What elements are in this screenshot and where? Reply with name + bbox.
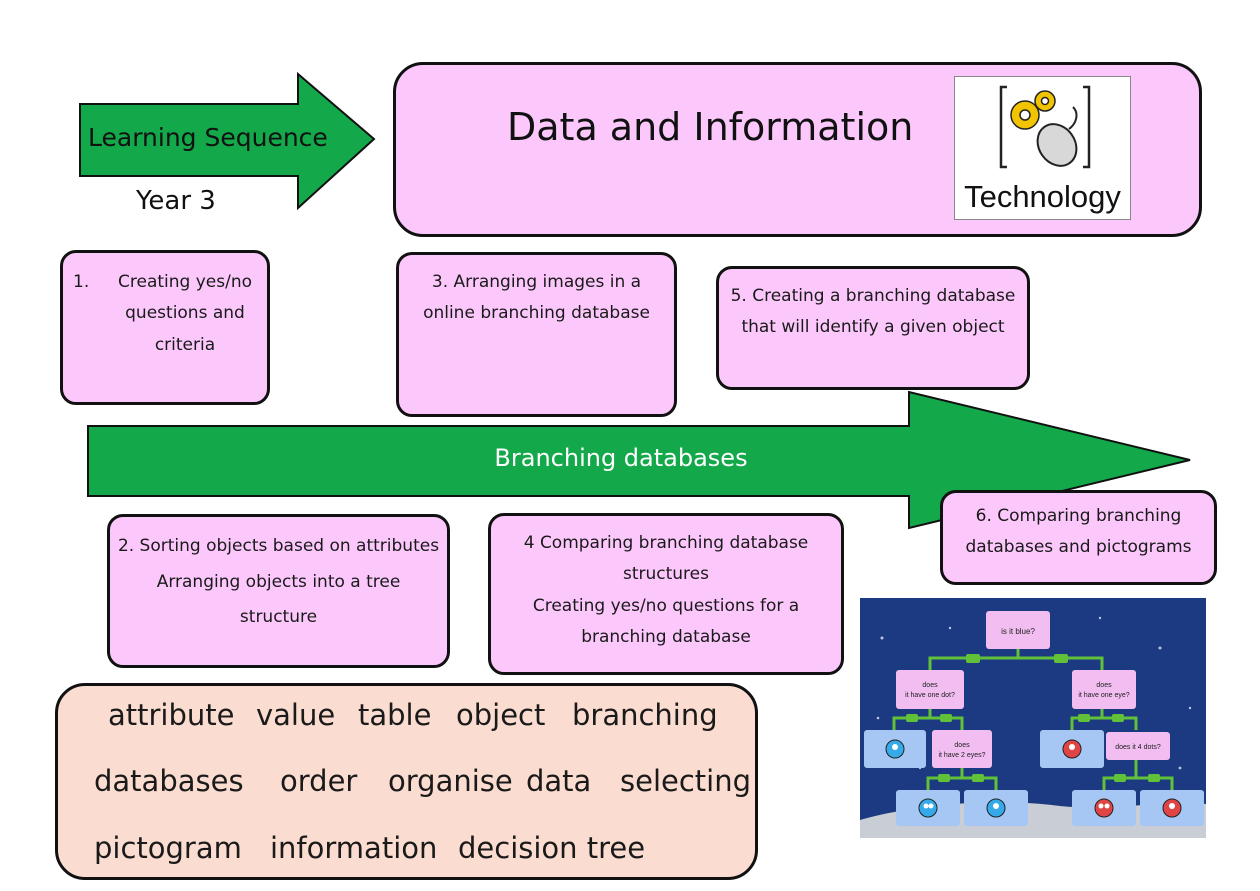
tree-root-question: is it blue? (1001, 627, 1035, 636)
tree-left-sub-question-1: does (954, 742, 970, 749)
tree-left-sub-question-2: it have 2 eyes? (938, 752, 985, 759)
subject-badge-label: Technology (964, 179, 1121, 214)
vocab-word: databases (94, 764, 244, 798)
lesson-6-line-2: databases and pictograms (965, 537, 1192, 558)
vocabulary-box: attribute value table object branching d… (55, 683, 758, 880)
tree-right-question-2: it have one eye? (1078, 692, 1129, 699)
lesson-3-card: 3. Arranging images in a online branchin… (396, 252, 677, 417)
lesson-4-line-3: Creating yes/no questions for a (532, 595, 800, 616)
subject-badge: Technology (954, 76, 1131, 220)
lesson-2-line-1: 2. Sorting objects based on attributes (117, 536, 440, 556)
vocab-word: organise (388, 764, 513, 798)
vocab-word: data (526, 764, 592, 798)
banner-label: Branching databases (494, 444, 748, 472)
lesson-1-card: 1. Creating yes/no questions and criteri… (60, 250, 270, 405)
lesson-3-line-1: 3. Arranging images in a (431, 272, 642, 292)
vocab-word: information (270, 831, 438, 865)
lesson-5-line-1: 5. Creating a branching database (730, 286, 1016, 306)
lesson-2-line-3: structure (239, 607, 318, 628)
lesson-4-line-4: branching database (581, 627, 751, 648)
lesson-4-line-2: structures (622, 564, 709, 585)
lesson-6-line-1: 6. Comparing branching (975, 506, 1182, 526)
gears-mouse-icon (999, 85, 1091, 169)
lesson-1-line-2: questions and (125, 303, 245, 324)
vocab-word: order (280, 764, 358, 798)
vocab-word: pictogram (94, 831, 242, 865)
lesson-4-card: 4 Comparing branching database structure… (488, 513, 844, 675)
lesson-5-card: 5. Creating a branching database that wi… (716, 266, 1030, 390)
vocab-word: value (256, 698, 336, 732)
lesson-2-card: 2. Sorting objects based on attributes A… (107, 514, 450, 668)
tree-right-question-1: does (1096, 682, 1112, 689)
vocab-word: branching (572, 698, 718, 732)
lesson-6-card: 6. Comparing branching databases and pic… (940, 490, 1217, 585)
lesson-1-number: 1. (73, 272, 90, 292)
lesson-1-line-3: criteria (154, 334, 216, 355)
tree-right-sub-question: does it 4 dots? (1115, 744, 1161, 751)
lesson-4-line-1: 4 Comparing branching database (523, 533, 809, 553)
tree-left-question-2: it have one dot? (905, 692, 955, 699)
tree-left-question-1: does (922, 682, 938, 689)
lesson-2-line-2: Arranging objects into a tree (156, 571, 401, 592)
vocabulary-row-2: databases order organise data selecting (58, 764, 755, 804)
vocab-word: decision tree (458, 831, 646, 865)
vocabulary-row-1: attribute value table object branching (58, 698, 755, 738)
lesson-3-line-2: online branching database (423, 303, 650, 324)
lesson-5-line-2: that will identify a given object (741, 317, 1005, 338)
sequence-label: Learning Sequence (88, 123, 328, 152)
year-label: Year 3 (136, 186, 216, 216)
branching-tree-image: is it blue? does it have one dot? does i… (860, 598, 1206, 838)
vocab-word: object (456, 698, 546, 732)
vocab-word: attribute (108, 698, 235, 732)
vocab-word: selecting (620, 764, 752, 798)
topic-title: Data and Information (507, 105, 914, 149)
learning-sequence-arrow (79, 72, 376, 211)
vocab-word: table (358, 698, 432, 732)
lesson-1-line-1: Creating yes/no (118, 272, 252, 292)
vocabulary-row-3: pictogram information decision tree (58, 831, 755, 871)
